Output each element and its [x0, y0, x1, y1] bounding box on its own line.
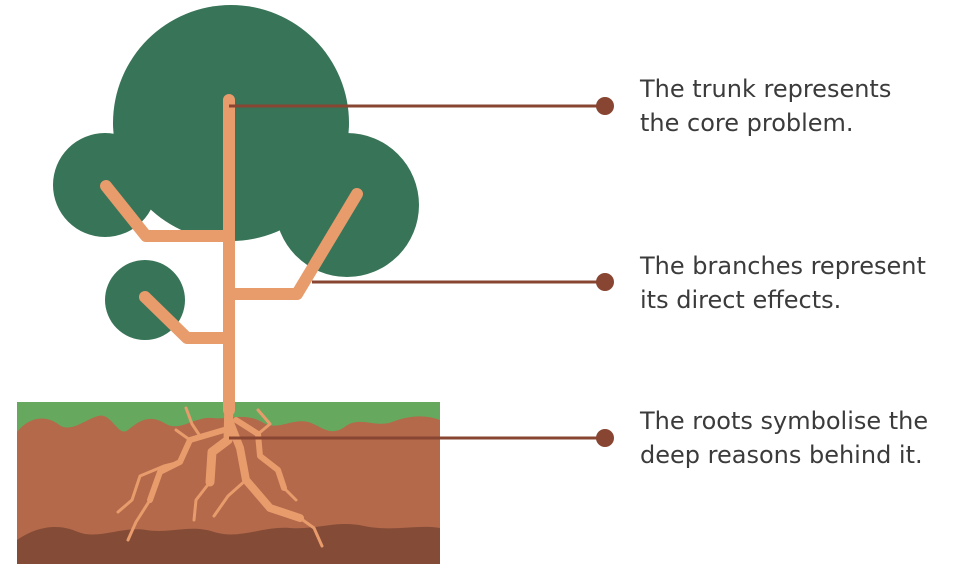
root-fine-8	[256, 408, 272, 436]
branches-label-line-1: The branches represent	[640, 252, 926, 280]
roots-label-line-2: deep reasons behind it.	[640, 441, 923, 469]
trunk-label-line-1: The trunk represents	[640, 75, 892, 103]
pointer-trunk-dot	[596, 97, 614, 115]
root-fine-2	[116, 460, 182, 514]
pointer-branches	[312, 273, 614, 291]
pointer-roots-dot	[596, 429, 614, 447]
pointer-roots	[229, 429, 614, 447]
pointer-trunk	[229, 97, 614, 115]
trunk-label-line-2: the core problem.	[640, 109, 854, 137]
tree-trunk	[100, 94, 363, 416]
branch-right	[223, 188, 363, 300]
root-fine-4	[192, 480, 212, 522]
roots-label-line-1: The roots symbolise the	[640, 407, 929, 435]
root-fine-3	[126, 498, 152, 542]
root-right-branch	[233, 417, 287, 491]
pointer-branches-dot	[596, 273, 614, 291]
root-fine-5	[212, 478, 248, 518]
branches-label: The branches represent its direct effect…	[640, 249, 970, 317]
roots-label: The roots symbolise the deep reasons beh…	[640, 404, 970, 472]
root-fine-6	[298, 516, 324, 548]
tree-roots	[116, 395, 324, 548]
branch-lower-left	[139, 291, 235, 344]
branch-upper-left	[100, 180, 235, 242]
root-fine-7	[282, 486, 298, 502]
branches-label-line-2: its direct effects.	[640, 286, 842, 314]
ground	[17, 402, 440, 564]
trunk-label: The trunk represents the core problem.	[640, 72, 970, 140]
root-fine-1	[174, 428, 192, 442]
deep-soil-layer	[17, 524, 440, 564]
root-fine-9	[184, 406, 202, 438]
